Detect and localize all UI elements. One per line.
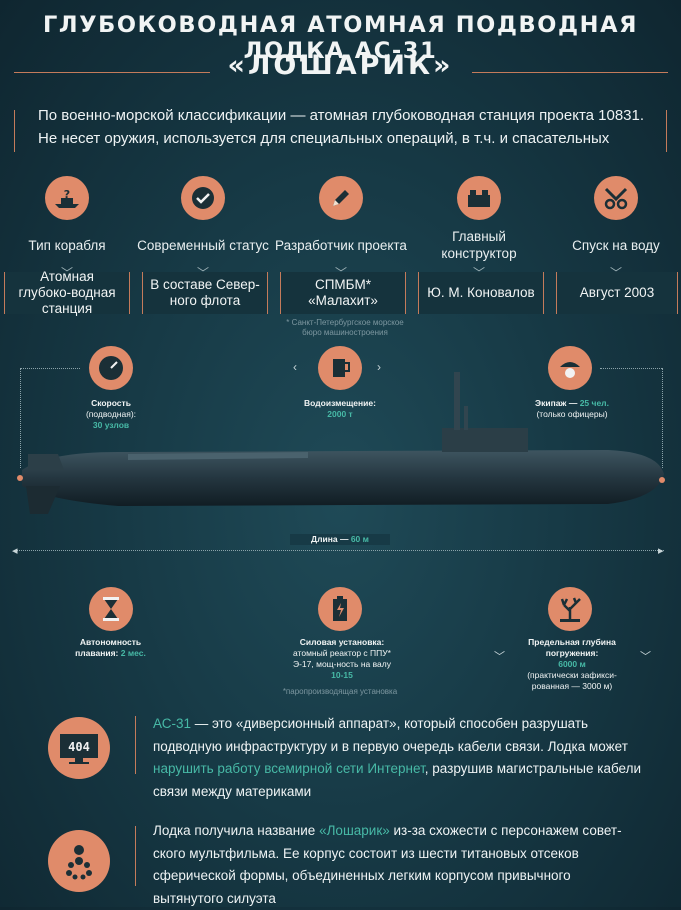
highlight-text: АС-31 (153, 716, 191, 731)
body-text: Лодка получила название (153, 823, 320, 838)
stat-value: Ю. М. Коновалов (427, 285, 535, 300)
brick-icon (457, 176, 501, 220)
power-value: 10-15 (331, 670, 353, 680)
intro-line-2: Не несет оружия, используется для специа… (38, 130, 610, 147)
stat-value: В составе Север-ного флота (150, 277, 260, 308)
autonomy-title: Автономность плавания: (75, 637, 142, 658)
stat-ship-type: ? Тип корабля ﹀ (1, 176, 133, 281)
connector-line (600, 368, 662, 369)
intro-text: По военно-морской классификации — атомна… (38, 104, 658, 150)
stat-label: Тип корабля (28, 237, 106, 253)
power-footnote: *паропроизводящая установка (282, 687, 398, 696)
chevron-right-icon: › (377, 360, 381, 374)
intro-bracket-right (666, 110, 667, 152)
body-text: — это «диверсионный аппарат», который сп… (153, 716, 628, 754)
displacement-value: 2000 т (327, 409, 353, 419)
autonomy-value: 2 мес. (120, 648, 146, 658)
checkmark-icon (181, 176, 225, 220)
stat-designer: Главный конструктор ﹀ (413, 176, 545, 281)
crew-icon (548, 346, 592, 390)
body-text: , разрушив магистральные кабели связи ме… (153, 761, 642, 799)
crew-title: Экипаж — (535, 398, 578, 408)
crew-sub: (только офицеры) (536, 409, 608, 419)
body-text: из-за схожести с персонажем совет-ского … (153, 823, 622, 906)
arrow-right-icon: ▸ (658, 545, 664, 557)
stat-label: Современный статус (137, 237, 269, 253)
stat-value: Атомная глубоко-водная станция (18, 269, 116, 316)
stat-value-developer: СПМБМ* «Малахит» (280, 272, 406, 314)
power-text: атомный реактор с ППУ* Э-17, мощ-ность н… (292, 648, 391, 669)
battery-icon (318, 587, 362, 631)
depth-spec: Предельная глубина погружения: 6000 м (п… (517, 637, 627, 692)
loshariki-character-icon (48, 830, 110, 892)
stat-developer: Разработчик проекта ﹀ (275, 176, 407, 281)
stat-value-launch: Август 2003 (556, 272, 678, 314)
svg-text:?: ? (64, 188, 70, 201)
displacement-spec: Водоизмещение: 2000 т (290, 398, 390, 420)
text-bracket (135, 716, 136, 774)
connector-line (662, 368, 663, 468)
connector-line (20, 368, 80, 369)
depth-sub: (практически зафикси-рованная — 3000 м) (527, 670, 617, 691)
submarine-illustration (17, 372, 665, 514)
highlight-text: нарушить работу всемирной сети Интернет (153, 761, 425, 776)
displacement-title: Водоизмещение: (304, 398, 376, 408)
speed-spec: Скорость (подводная): 30 узлов (66, 398, 156, 431)
stat-value-status: В составе Север-ного флота (142, 272, 268, 314)
page-subtitle: «ЛОШАРИК» (227, 50, 454, 81)
depth-value: 6000 м (558, 659, 586, 669)
stat-value: Август 2003 (579, 285, 655, 300)
ribbon-cut-icon (594, 176, 638, 220)
page-title: ГЛУБОКОВОДНАЯ АТОМНАЯ ПОДВОДНАЯ ЛОДКА АС… (42, 12, 639, 64)
highlight-text: «Лошарик» (319, 823, 390, 838)
depth-title: Предельная глубина погружения: (528, 637, 616, 658)
intro-bracket-left (14, 110, 15, 152)
stat-label: Разработчик проекта (275, 237, 407, 253)
length-line (16, 550, 664, 551)
hourglass-icon (89, 587, 133, 631)
length-value: 60 м (350, 534, 369, 544)
length-spec: Длина — 60 м (290, 534, 390, 545)
chevron-down-icon: ﹀ (640, 651, 651, 663)
monitor-404-icon: 404 (48, 717, 110, 779)
crew-spec: Экипаж — 25 чел. (только офицеры) (522, 398, 622, 420)
stat-status: Современный статус ﹀ (137, 176, 269, 281)
crew-value: 25 чел. (579, 398, 609, 408)
speed-value: 30 узлов (92, 420, 130, 430)
measuring-cup-icon (318, 346, 362, 390)
screen-text: 404 (68, 740, 90, 754)
description-block-2: Лодка получила название «Лошарик» из-за … (153, 820, 633, 910)
length-title: Длина — (311, 534, 349, 544)
stat-label: Спуск на воду (572, 237, 660, 253)
pencil-icon (319, 176, 363, 220)
stat-launch: Спуск на воду ﹀ (550, 176, 681, 281)
stat-value-designer: Ю. М. Коновалов (418, 272, 544, 314)
speedometer-icon (89, 346, 133, 390)
speed-title: Скорость (91, 398, 131, 408)
autonomy-spec: Автономность плавания: 2 мес. (58, 637, 163, 659)
stat-value-ship-type: Атомная глубоко-водная станция (4, 269, 130, 316)
description-block-1: АС-31 — это «диверсионный аппарат», кото… (153, 713, 653, 803)
intro-line-1: По военно-морской классификации — атомна… (38, 107, 645, 124)
arrow-left-icon: ◂ (12, 545, 18, 557)
power-title: Силовая установка: (299, 637, 385, 647)
stat-label: Главный конструктор (441, 229, 517, 261)
title-divider-left (14, 72, 210, 73)
coral-icon (548, 587, 592, 631)
power-spec: Силовая установка: атомный реактор с ППУ… (292, 637, 392, 681)
chevron-left-icon: ‹ (293, 360, 297, 374)
speed-sub: (подводная): (85, 409, 137, 419)
connector-line (20, 368, 21, 468)
title-divider-right (472, 72, 668, 73)
chevron-down-icon: ﹀ (494, 651, 505, 663)
stat-value: СПМБМ* «Малахит» (308, 277, 378, 308)
ship-question-icon: ? (45, 176, 89, 220)
stat-footnote: * Санкт-Петербургское морское бюро машин… (286, 318, 404, 337)
text-bracket (135, 826, 136, 886)
